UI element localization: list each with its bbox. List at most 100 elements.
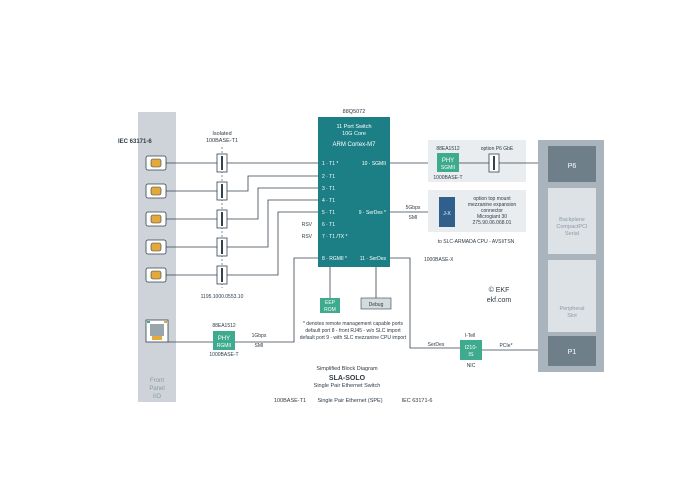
isolation-label-2: 100BASE-T1 — [206, 138, 238, 144]
mezzanine-text-2: mezzanine expansion — [468, 202, 517, 208]
nic-part: I-Tell — [465, 333, 476, 339]
switch-part: 88Q5072 — [343, 109, 366, 115]
nic-sub: NIC — [467, 363, 476, 369]
backplane-label-3: Serial — [565, 231, 579, 237]
mezzanine-link-speed: 5Gbps — [406, 205, 421, 211]
switch-port-5: 5 · T1 — [322, 210, 335, 216]
phy-bottom-part: 88EA1512 — [212, 323, 236, 329]
brand-symbol: © EKF — [489, 286, 510, 294]
nic-pcie-label: PCIe* — [499, 343, 512, 349]
peripheral-label-2: Slot — [567, 313, 577, 319]
phy-bottom-label: PHY — [218, 336, 230, 342]
magnetic-4 — [216, 237, 228, 257]
p6-magnetic — [488, 153, 500, 173]
phy-bottom-link-speed: 1Gbps — [252, 333, 267, 339]
nic-chip — [460, 340, 482, 360]
phy-bottom-link-type: SMI — [255, 343, 264, 349]
phy-top-option: option P6 GbE — [481, 146, 514, 152]
title-line-3: Single Pair Ethernet Switch — [314, 383, 381, 389]
spe-connector-5 — [145, 267, 167, 283]
switch-chip — [318, 117, 390, 267]
debug-box — [360, 297, 392, 310]
switch-port-7: 7 · T1 /TX * — [322, 234, 348, 240]
phy-bottom-speed: 1000BASE-T — [209, 352, 238, 358]
nic-serdes-label: SerDes — [428, 342, 445, 348]
switch-port-labels: 1 · T1 * 2 · T1 3 · T1 4 · T1 5 · T1 6 ·… — [322, 161, 386, 262]
switch-port-2: 2 · T1 — [322, 174, 335, 180]
mezzanine-text-1: option top mount — [473, 196, 511, 202]
isolation-label-1: Isolated — [212, 131, 231, 137]
backplane-label-1: Backplane — [559, 217, 585, 223]
spe-connector-2 — [145, 183, 167, 199]
magnetic-2 — [216, 181, 228, 201]
phy-top-label: PHY — [442, 158, 454, 164]
eeprom-label-1: EEP — [325, 300, 336, 306]
mezzanine-text-5: 275.90.06.068.01 — [473, 220, 512, 226]
title-line-2: SLA-SOLO — [329, 375, 366, 382]
serdes11-line — [390, 257, 460, 349]
switch-port-3: 3 · T1 — [322, 186, 335, 192]
switch-port-9: 9 · SerDes * — [359, 210, 386, 216]
nic-label-1: I210- — [465, 345, 478, 351]
switch-title-1: 11 Port Switch — [336, 124, 371, 130]
front-panel-standard: IEC 63171-6 — [118, 139, 152, 145]
spe-connector-lines — [166, 162, 217, 276]
front-panel-label-1: Front — [150, 378, 164, 384]
debug-label: Debug — [369, 302, 384, 308]
phy-top-chip — [437, 153, 459, 172]
magnetic-3 — [216, 209, 228, 229]
spe-connectors — [145, 155, 167, 283]
magnetics-column — [216, 147, 228, 288]
backplane-mid — [548, 188, 596, 254]
link-1000basex: 1000BASE-X — [424, 257, 454, 263]
front-panel — [138, 112, 176, 402]
spe-connector-4 — [145, 239, 167, 255]
switch-port-11: 11 · SerDes — [360, 256, 387, 262]
note-line-2: default port 8 - front RJ45 - w/o SLC im… — [305, 328, 401, 334]
peripheral-slot — [548, 260, 596, 332]
magnetic-5 — [216, 265, 228, 285]
phy-top-part: 88EA1512 — [436, 146, 460, 152]
p6-label: P6 — [568, 163, 577, 170]
nic-label-2: IS — [468, 352, 474, 358]
eeprom-chip — [320, 298, 340, 313]
mezzanine-link-type: SMI — [409, 215, 418, 221]
p6-connector — [548, 146, 596, 182]
mezzanine-text-3: connector — [481, 208, 503, 214]
phy-top-speed: 1000BASE-T — [433, 175, 462, 181]
footer-item-1: 100BASE-T1 — [274, 398, 306, 404]
phy-bottom-sub: RGMII — [217, 343, 231, 349]
switch-port-4: 4 · T1 — [322, 198, 335, 204]
mezzanine-connector — [439, 197, 455, 227]
eeprom-label-2: ROM — [324, 307, 336, 313]
switch-title-3: ARM Cortex-M7 — [332, 142, 376, 148]
switch-port-1: 1 · T1 * — [322, 161, 338, 167]
switch-port-10: 10 · SGMII — [362, 161, 386, 167]
spe-connector-1 — [145, 155, 167, 171]
note-line-1: * denotes remote management capable port… — [303, 321, 404, 327]
magnetics-part: 1195.1000.0553.10 — [201, 294, 244, 300]
note-line-3: default port 9 - with SLC mezzanine CPU … — [300, 335, 407, 341]
rj45-jack — [145, 319, 169, 343]
title-line-1: Simplified Block Diagram — [316, 366, 378, 372]
mezzanine-target: to SLC-ARMADA CPU - AVSI/TSN — [438, 239, 515, 245]
phy-bottom-chip — [213, 331, 235, 350]
switch-port-6: 6 · T1 — [322, 222, 335, 228]
switch-port-8: 8 · RGMII * — [322, 256, 347, 262]
front-panel-label-2: Panel — [149, 386, 164, 392]
magnetic-1 — [216, 153, 228, 173]
spe-connector-3 — [145, 211, 167, 227]
p1-connector — [548, 336, 596, 366]
rgmii-line — [235, 257, 318, 343]
mezzanine-text-4: Microgiant 30 — [477, 214, 507, 220]
front-panel-label-3: I/O — [153, 394, 161, 400]
peripheral-label-1: Peripheral — [559, 306, 584, 312]
rsv-label-2: RSV — [302, 234, 313, 240]
footer-item-3: IEC 63171-6 — [402, 398, 433, 404]
rsv-label-1: RSV — [302, 222, 313, 228]
footer-item-2: Single Pair Ethernet (SPE) — [317, 398, 382, 404]
mezzanine-connector-label: J-X — [443, 211, 451, 217]
switch-port-lines — [227, 162, 318, 276]
